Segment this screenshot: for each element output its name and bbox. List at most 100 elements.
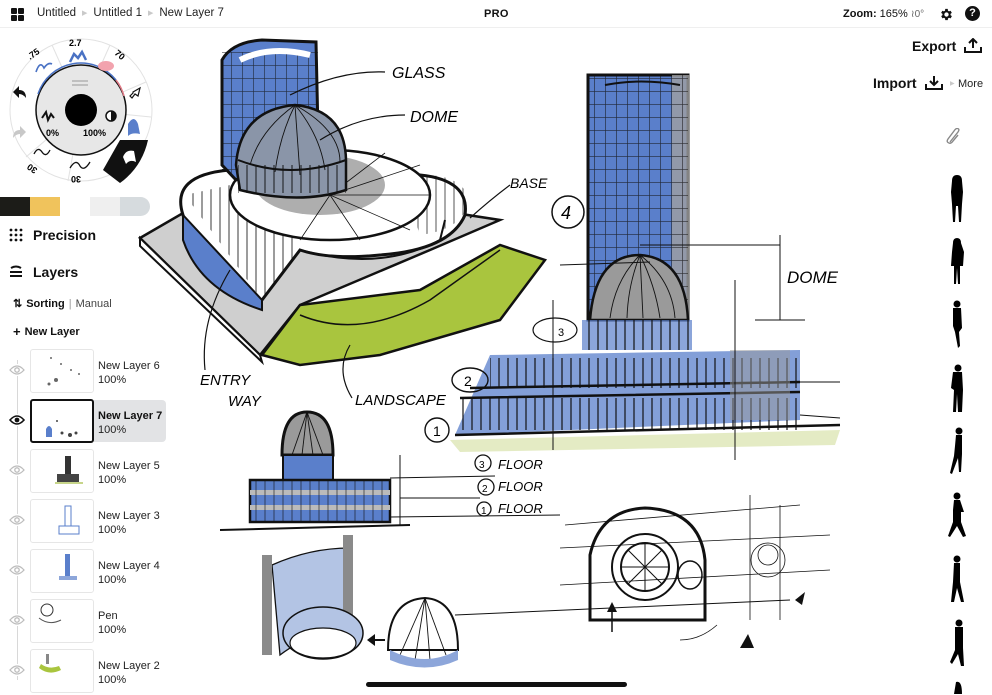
layer-row[interactable]: New Layer 6 100% xyxy=(0,349,170,395)
layer-name: New Layer 5 xyxy=(98,460,160,472)
layer-name: New Layer 6 xyxy=(98,360,160,372)
layer-opacity: 100% xyxy=(98,674,127,686)
eye-icon[interactable] xyxy=(9,514,25,526)
floor-num-3: 3 xyxy=(479,460,485,471)
label-base: BASE xyxy=(510,175,548,191)
export-button[interactable]: Export xyxy=(912,38,983,54)
woman-walking-icon[interactable] xyxy=(940,426,974,480)
swatch-yellow[interactable] xyxy=(30,197,60,216)
breadcrumb-drawing[interactable]: Untitled 1 xyxy=(93,7,142,19)
export-label: Export xyxy=(912,38,957,54)
swatch-light-gray[interactable] xyxy=(90,197,120,216)
swatch-gray[interactable] xyxy=(120,197,150,216)
size-value[interactable]: 2.7 xyxy=(69,38,82,48)
import-label: Import xyxy=(873,75,917,91)
opacity-value[interactable]: 70 xyxy=(113,48,127,62)
upload-icon xyxy=(964,38,983,53)
layer-row[interactable]: Pen 100% xyxy=(0,599,170,645)
gallery-grid-icon[interactable] xyxy=(11,8,24,21)
layer-thumbnail xyxy=(30,649,94,693)
label-way: WAY xyxy=(228,393,262,410)
label-num-2: 2 xyxy=(464,373,472,389)
layers-label: Layers xyxy=(33,264,79,280)
zoom-indicator[interactable]: Zoom: 165% ≀0° xyxy=(843,8,924,20)
more-button[interactable]: More xyxy=(958,78,984,90)
selection-arrow-icon xyxy=(129,86,141,99)
breadcrumb-gallery[interactable]: Untitled xyxy=(37,7,76,19)
new-layer-label: New Layer xyxy=(24,325,80,338)
woman-standing-2-icon[interactable] xyxy=(940,234,974,288)
woman-standing-side-icon[interactable] xyxy=(940,298,974,352)
eye-icon[interactable] xyxy=(9,464,25,476)
layer-name: New Layer 7 xyxy=(98,410,163,422)
precision-button[interactable]: Precision xyxy=(9,227,96,243)
undo-button[interactable] xyxy=(8,82,28,102)
layer-opacity: 100% xyxy=(98,424,127,436)
label-entry: ENTRY xyxy=(200,372,251,389)
precision-label: Precision xyxy=(33,227,97,243)
layer-row[interactable]: New Layer 4 100% xyxy=(0,549,170,595)
label-num-3: 3 xyxy=(558,327,564,339)
woman-standing-icon[interactable] xyxy=(940,172,974,226)
layer-row[interactable]: New Layer 5 100% xyxy=(0,449,170,495)
eye-icon[interactable] xyxy=(9,614,25,626)
label-num-1: 1 xyxy=(433,423,441,439)
pro-badge[interactable]: PRO xyxy=(484,8,509,20)
drawing-canvas[interactable]: GLASS DOME BASE ENTRY WAY LANDSCAPE xyxy=(0,28,992,693)
label-glass: GLASS xyxy=(392,65,446,82)
layer-opacity: 100% xyxy=(98,624,127,636)
help-icon[interactable]: ? xyxy=(965,6,980,21)
person-partial-icon[interactable] xyxy=(940,680,974,694)
layers-button[interactable]: Layers xyxy=(9,264,78,280)
redo-icon xyxy=(13,126,26,138)
paperclip-icon[interactable] xyxy=(946,128,962,146)
floor-num-1: 1 xyxy=(481,506,487,517)
layer-opacity: 100% xyxy=(98,474,127,486)
layer-opacity: 100% xyxy=(98,374,127,386)
new-layer-button[interactable]: + New Layer xyxy=(13,324,80,339)
sort-arrows-icon: ⇅ xyxy=(13,298,23,310)
contrast-slider-value[interactable]: 100% xyxy=(83,128,106,138)
precision-dots-icon xyxy=(9,228,23,242)
eye-icon[interactable] xyxy=(9,664,25,676)
zoom-value: 165% xyxy=(879,8,908,20)
layer-opacity: 100% xyxy=(98,574,127,586)
breadcrumb-separator-icon: ▶ xyxy=(82,10,88,17)
sorting-toggle[interactable]: ⇅ Sorting | Manual xyxy=(13,297,112,311)
swatch-black[interactable] xyxy=(0,197,30,216)
redo-button[interactable] xyxy=(8,122,28,142)
layer-row[interactable]: New Layer 2 100% xyxy=(0,649,170,695)
pressure-curve-bottom-value[interactable]: 30 xyxy=(71,174,81,184)
breadcrumb-layer[interactable]: New Layer 7 xyxy=(159,7,224,19)
man-standing-icon[interactable] xyxy=(940,362,974,416)
swatch-white[interactable] xyxy=(60,197,90,216)
layer-thumbnail xyxy=(30,349,94,393)
eye-icon[interactable] xyxy=(9,414,25,426)
label-floor-2: FLOOR xyxy=(498,479,543,494)
home-indicator[interactable] xyxy=(366,682,627,687)
tool-wheel[interactable]: 0% 100% .75 2.7 70 30 30 xyxy=(8,32,154,188)
gear-icon[interactable] xyxy=(939,7,954,22)
pressure-curve-left-value[interactable]: 30 xyxy=(25,162,39,176)
layer-name: Pen xyxy=(98,610,118,622)
color-swatches xyxy=(0,197,150,216)
breadcrumb-separator-icon: ▶ xyxy=(147,10,154,17)
rotation-value: ≀0° xyxy=(910,9,925,20)
sorting-label: Sorting xyxy=(26,297,65,310)
layer-thumbnail xyxy=(30,399,94,443)
opacity-slider-value[interactable]: 0% xyxy=(46,128,59,138)
eye-icon[interactable] xyxy=(9,564,25,576)
layer-row[interactable]: New Layer 3 100% xyxy=(0,499,170,545)
woman-walking-3-icon[interactable] xyxy=(940,554,974,608)
import-button[interactable]: Import xyxy=(873,75,943,91)
label-4: 4 xyxy=(561,203,571,223)
download-icon xyxy=(924,76,943,90)
eye-icon[interactable] xyxy=(9,364,25,376)
breadcrumb: Untitled ▶ Untitled 1 ▶ New Layer 7 xyxy=(37,7,224,19)
man-walking-icon[interactable] xyxy=(940,618,974,672)
layer-row-active[interactable]: New Layer 7 100% xyxy=(0,399,170,445)
layer-name: New Layer 2 xyxy=(98,660,160,672)
label-dome-2: DOME xyxy=(787,268,839,287)
woman-walking-2-icon[interactable] xyxy=(940,490,974,544)
layer-opacity: 100% xyxy=(98,524,127,536)
